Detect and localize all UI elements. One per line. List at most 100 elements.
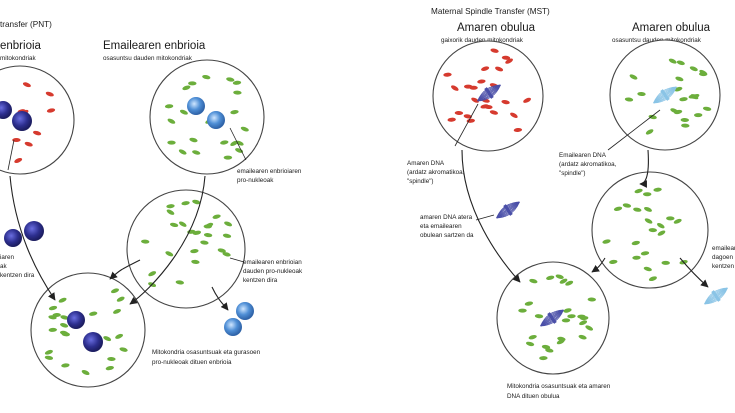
- healthy-mitochondrion: [561, 318, 571, 323]
- healthy-mitochondrion: [644, 206, 652, 212]
- pnt-arrow-removal: [211, 286, 229, 311]
- damaged-mitochondrion: [481, 66, 490, 71]
- damaged-mitochondrion: [523, 97, 531, 103]
- healthy-mitochondrion: [541, 344, 551, 350]
- svg-text:amaren DNA atera: amaren DNA atera: [420, 214, 473, 221]
- healthy-mitochondrion: [217, 248, 226, 253]
- mother-spindle-moving-icon: [496, 201, 520, 219]
- healthy-mitochondrion: [89, 311, 98, 316]
- healthy-mitochondrion: [666, 216, 675, 221]
- healthy-mitochondrion: [602, 239, 611, 244]
- healthy-mitochondrion: [61, 332, 70, 337]
- healthy-mitochondrion: [587, 297, 596, 302]
- pnt-result-note: Mitokondria osasuntsuak eta gurasoen pro…: [152, 349, 261, 366]
- svg-text:"spindle"): "spindle"): [407, 178, 434, 185]
- svg-text:Emailearen DNA: Emailearen DNA: [559, 152, 607, 159]
- healthy-mitochondrion: [676, 60, 685, 66]
- healthy-mitochondrion: [567, 314, 576, 319]
- healthy-mitochondrion: [232, 80, 242, 85]
- healthy-mitochondrion: [182, 85, 191, 91]
- healthy-mitochondrion: [230, 110, 239, 115]
- healthy-mitochondrion: [528, 334, 537, 340]
- healthy-mitochondrion: [60, 315, 69, 320]
- svg-text:emailearen: emailearen: [712, 245, 735, 252]
- healthy-mitochondrion: [675, 76, 684, 82]
- healthy-mitochondrion: [166, 209, 175, 215]
- healthy-mitochondrion: [563, 308, 572, 313]
- healthy-mitochondrion: [609, 259, 618, 264]
- pnt-removed-patient-pronucleus: [24, 221, 44, 241]
- damaged-mitochondrion: [45, 91, 54, 97]
- healthy-mitochondrion: [235, 140, 244, 146]
- pnt-leader-donor-removed: [229, 257, 245, 263]
- healthy-mitochondrion: [44, 355, 54, 360]
- damaged-mitochondrion: [33, 130, 42, 136]
- healthy-mitochondrion: [115, 333, 124, 339]
- healthy-mitochondrion: [192, 150, 201, 155]
- healthy-mitochondrion: [188, 81, 197, 86]
- pnt-removed-donor-pronucleus: [236, 302, 254, 320]
- svg-text:(ardatz akromatikoa,: (ardatz akromatikoa,: [407, 169, 465, 176]
- damaged-mitochondrion: [501, 99, 510, 105]
- healthy-mitochondrion: [107, 356, 116, 362]
- svg-text:pro-nukleoak dituen enbrioia: pro-nukleoak dituen enbrioia: [152, 359, 232, 366]
- pnt-result-pronucleus: [67, 311, 85, 329]
- healthy-mitochondrion: [648, 114, 657, 120]
- healthy-mitochondrion: [192, 230, 202, 235]
- damaged-mitochondrion: [477, 79, 486, 84]
- healthy-mitochondrion: [657, 222, 665, 229]
- healthy-mitochondrion: [220, 140, 229, 145]
- healthy-mitochondrion: [61, 363, 70, 368]
- mst-arrow-donor-to-enucleated: [639, 149, 649, 188]
- damaged-mitochondrion: [513, 127, 523, 133]
- svg-text:Mitokondria osasuntsuak eta gu: Mitokondria osasuntsuak eta gurasoen: [152, 349, 261, 356]
- healthy-mitochondrion: [222, 252, 231, 257]
- svg-text:pro-nukleoak: pro-nukleoak: [237, 177, 274, 184]
- result-spindle-icon: [540, 309, 564, 327]
- pnt-patient-pronucleus: [12, 111, 32, 131]
- healthy-mitochondrion: [689, 66, 698, 72]
- healthy-mitochondrion: [613, 206, 623, 211]
- mst-mother-egg-sub: gaixorik dauden mitokondriak: [441, 37, 524, 44]
- healthy-mitochondrion: [240, 126, 249, 132]
- healthy-mitochondrion: [179, 109, 188, 115]
- healthy-mitochondrion: [559, 278, 568, 284]
- healthy-mitochondrion: [524, 301, 534, 306]
- healthy-mitochondrion: [648, 276, 657, 282]
- healthy-mitochondrion: [518, 308, 527, 313]
- healthy-mitochondrion: [110, 288, 120, 294]
- healthy-mitochondrion: [202, 74, 211, 80]
- healthy-mitochondrion: [670, 108, 679, 114]
- healthy-mitochondrion: [585, 325, 594, 331]
- healthy-mitochondrion: [643, 192, 652, 197]
- healthy-mitochondrion: [631, 240, 640, 246]
- healthy-mitochondrion: [165, 251, 174, 257]
- healthy-mitochondrion: [141, 239, 150, 244]
- healthy-mitochondrion: [44, 349, 53, 355]
- healthy-mitochondrion: [644, 218, 653, 224]
- healthy-mitochondrion: [648, 228, 657, 233]
- healthy-mitochondrion: [546, 275, 555, 280]
- svg-text:kentzen dira: kentzen dira: [243, 277, 278, 284]
- svg-text:eta emailearen: eta emailearen: [420, 223, 462, 230]
- healthy-mitochondrion: [179, 221, 187, 227]
- healthy-mitochondrion: [119, 347, 128, 352]
- mst-arrow-mother-to-result: [461, 149, 521, 283]
- svg-text:kentzen: kentzen: [712, 263, 735, 270]
- healthy-mitochondrion: [578, 334, 587, 340]
- healthy-mitochondrion: [534, 314, 544, 319]
- healthy-mitochondrion: [565, 280, 574, 286]
- mst-donor-dna-removed-note: emailearen dagoen kentzen: [712, 245, 735, 270]
- healthy-mitochondrion: [226, 77, 235, 82]
- pnt-removed-donor-pronucleus: [224, 318, 242, 336]
- damaged-mitochondrion: [447, 117, 456, 122]
- svg-text:(ardatz akromatikoa,: (ardatz akromatikoa,: [559, 161, 617, 168]
- pnt-donor-embryo-label: Emailearen enbrioia: [103, 40, 206, 52]
- donor-spindle-removed-icon: [704, 287, 728, 305]
- pnt-removed-patient-pronucleus: [4, 229, 22, 247]
- healthy-mitochondrion: [653, 187, 662, 192]
- svg-text:"spindle"): "spindle"): [559, 170, 586, 177]
- healthy-mitochondrion: [539, 356, 548, 361]
- healthy-mitochondrion: [661, 260, 670, 265]
